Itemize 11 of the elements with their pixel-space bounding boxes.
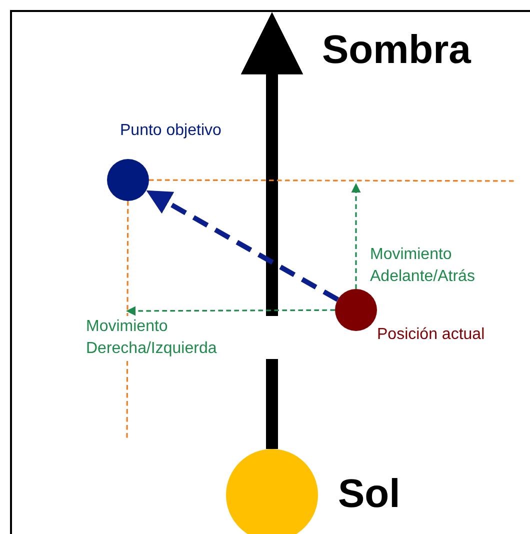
movement-arrow <box>146 190 339 302</box>
forward-back-arrow <box>351 183 361 289</box>
target-point-circle <box>107 159 149 201</box>
sun-label: Sol <box>338 471 400 518</box>
current-position-circle <box>335 289 377 331</box>
target-point-label: Punto objetivo <box>120 121 222 140</box>
left-right-arrow <box>126 306 335 316</box>
sun-shadow-arrow <box>240 12 304 449</box>
shadow-label: Sombra <box>322 27 471 74</box>
current-position-label: Posición actual <box>377 325 485 344</box>
guide-line <box>149 179 515 182</box>
